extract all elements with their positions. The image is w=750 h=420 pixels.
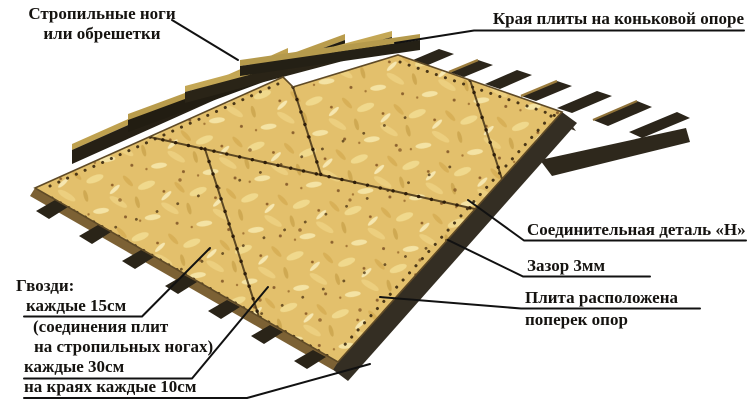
osb-deck bbox=[33, 54, 564, 364]
label-plate-line1: Плита расположена bbox=[525, 288, 678, 307]
label-nails-title: Гвозди: bbox=[16, 276, 75, 295]
fascia-board bbox=[332, 112, 577, 381]
leader-nails-15 bbox=[23, 247, 211, 318]
osb-speckles bbox=[118, 148, 457, 322]
label-nails-15: каждые 15см bbox=[26, 296, 127, 316]
label-gap: Зазор 3мм bbox=[527, 256, 606, 275]
leader-lines bbox=[23, 19, 747, 399]
ridge-rafter-ends bbox=[413, 49, 690, 176]
label-plate-across: Плита расположена поперек опор bbox=[525, 288, 678, 330]
label-rafters: Стропильные ноги или обрешетки bbox=[6, 4, 198, 44]
leader-ridge-edge bbox=[394, 29, 745, 44]
label-rafters-line2: или обрешетки bbox=[43, 24, 161, 43]
label-h-clip: Соединительная деталь «Н» bbox=[527, 220, 746, 239]
field-nails bbox=[93, 110, 512, 340]
label-nails-block: Гвозди: каждые 15см (соединения плит на … bbox=[16, 276, 213, 398]
label-nails-edges: на краях каждые 10см bbox=[24, 377, 197, 397]
label-nails-note1: (соединения плит bbox=[33, 316, 169, 336]
label-rafters-line1: Стропильные ноги bbox=[28, 4, 176, 23]
leader-nails-edges bbox=[23, 363, 371, 399]
exposed-rafters bbox=[72, 31, 420, 164]
label-plate-line2: поперек опор bbox=[525, 310, 628, 329]
label-nails-30: каждые 30см bbox=[24, 357, 125, 377]
leader-gap bbox=[447, 239, 651, 278]
seam-nails bbox=[148, 78, 504, 319]
label-nails-note2: на стропильных ногах) bbox=[34, 336, 214, 356]
leader-rafters bbox=[171, 19, 239, 61]
leader-plate bbox=[379, 296, 701, 310]
leader-h-clip bbox=[467, 199, 747, 242]
label-ridge-edge: Края плиты на коньковой опоре bbox=[492, 9, 744, 28]
leader-nails-30 bbox=[23, 286, 269, 380]
edge-nails bbox=[48, 60, 558, 358]
rafter-tails bbox=[36, 200, 326, 369]
